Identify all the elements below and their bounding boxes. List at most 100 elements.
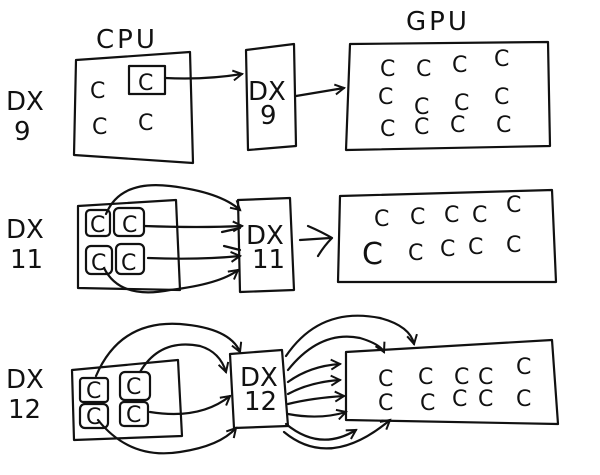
cpu-header: CPU [96, 25, 158, 55]
cpu-core: C [126, 375, 141, 400]
cpu-box-dx9 [72, 50, 195, 165]
gpu-core: C [516, 355, 531, 380]
arrow-cpu-to-api-dx12 [96, 418, 236, 455]
row-label-dx9-line1: DX [6, 87, 44, 117]
cpu-core: C [122, 213, 137, 238]
arrow-cpu-to-api-dx12 [94, 322, 240, 378]
gpu-cores-dx11: C C C C C C C C C C [362, 193, 521, 272]
gpu-core: C [378, 367, 393, 392]
gpu-core: C [414, 115, 429, 140]
api-gpu-arrow [286, 364, 340, 384]
cpu-core: C [126, 403, 141, 428]
arrow-cpu-to-api-dx11 [146, 256, 240, 259]
api-gpu-arrow [282, 420, 390, 450]
gpu-box-dx11 [336, 188, 558, 284]
api-box-dx9 [244, 42, 298, 152]
arrow-api-to-gpu-dx9 [294, 88, 344, 98]
arrow-cpu-to-api-dx9 [163, 74, 242, 79]
gpu-core: C [468, 235, 483, 260]
api-label-dx9-line2: 9 [260, 101, 277, 131]
gpu-core: C [452, 53, 467, 78]
cpu-core-box [84, 208, 112, 238]
gpu-core: C [444, 203, 459, 228]
arrow-cpu-to-api-dx11 [142, 226, 242, 227]
api-gpu-arrow [286, 396, 344, 406]
cpu-core: C [86, 405, 101, 430]
gpu-core: C [494, 85, 509, 110]
cpu-core: C [90, 213, 105, 238]
gpu-core: C [374, 207, 389, 232]
cpu-core: C [92, 115, 107, 140]
api-gpu-arrow [286, 335, 384, 372]
cpu-box-dx12 [70, 358, 184, 442]
gpu-core: C [478, 387, 493, 412]
gpu-core: C [410, 205, 425, 230]
row-label-dx12-line1: DX [6, 365, 44, 395]
cpu-core-highlight-dx9 [127, 64, 167, 96]
arrow-stub-dx11 [222, 244, 242, 252]
api-box-dx11 [236, 196, 296, 294]
api-gpu-arrow [284, 314, 414, 358]
gpu-core: C [378, 391, 393, 416]
gpu-core: C [440, 237, 455, 262]
cpu-box-dx11 [76, 198, 182, 292]
gpu-cores-dx9: C C C C C C C C C C C C [378, 47, 511, 142]
row-label-dx9-line2: 9 [14, 117, 31, 147]
gpu-core: C [380, 117, 395, 142]
row-label-dx11-line2: 11 [10, 245, 43, 275]
gpu-header: GPU [406, 7, 470, 37]
gpu-core: C [454, 365, 469, 390]
arrow-api-to-gpu-dx11 [298, 224, 334, 258]
gpu-core: C [454, 91, 469, 116]
arrow-cpu-to-api-dx12 [138, 343, 226, 372]
api-gpu-arrow [286, 412, 346, 417]
cpu-core-box [118, 400, 150, 428]
gpu-cores-dx12: C C C C C C C C C C [378, 355, 531, 416]
arrow-cpu-to-api-dx11 [102, 266, 238, 294]
cpu-core: C [90, 79, 105, 104]
gpu-core: C [416, 57, 431, 82]
row-label-dx11-line1: DX [6, 215, 44, 245]
api-label-dx12-line2: 12 [244, 387, 277, 417]
gpu-box-dx12 [344, 338, 560, 426]
gpu-core: C [378, 85, 393, 110]
arrows-api-to-gpu-dx12 [282, 314, 414, 450]
api-gpu-arrow [286, 380, 340, 396]
cpu-core: C [86, 379, 101, 404]
api-label-dx11-line1: DX [246, 221, 284, 251]
cpu-core-box [78, 376, 110, 404]
row-dx11: DX 11 C C C C DX 11 C C C C C C [6, 184, 558, 294]
cpu-core-box [112, 206, 146, 238]
row-dx12: DX 12 C C C C DX 12 [6, 314, 560, 455]
row-label-dx12-line2: 12 [8, 395, 41, 425]
cpu-core-box [118, 370, 152, 402]
gpu-core: C [420, 391, 435, 416]
gpu-core: C [496, 113, 511, 138]
arrow-cpu-to-api-dx11 [104, 184, 240, 216]
gpu-core: C [362, 237, 383, 272]
api-label-dx9-line1: DX [248, 77, 286, 107]
cpu-core-box [114, 242, 146, 276]
row-dx9: DX 9 C C C C DX 9 C C C C C C C C C C C … [6, 40, 552, 165]
cpu-core: C [91, 251, 106, 276]
cpu-core-box [78, 402, 110, 430]
gpu-core: C [506, 193, 521, 218]
cpu-cores-dx11: C C C C [84, 206, 146, 276]
cpu-cores-dx9: C C C C [90, 71, 153, 140]
gpu-core: C [516, 387, 531, 412]
gpu-box-dx9 [344, 40, 552, 152]
gpu-core: C [418, 365, 433, 390]
gpu-core: C [380, 57, 395, 82]
api-label-dx12-line1: DX [240, 363, 278, 393]
cpu-core-box [84, 244, 114, 276]
arrow-cpu-to-api-dx12 [148, 396, 230, 416]
gpu-core: C [450, 113, 465, 138]
cpu-core: C [121, 251, 136, 276]
gpu-core: C [408, 241, 423, 266]
api-label-dx11-line2: 11 [252, 245, 285, 275]
gpu-core: C [414, 95, 429, 120]
cpu-core: C [138, 111, 153, 136]
gpu-core: C [494, 47, 509, 72]
api-gpu-arrow [284, 422, 356, 441]
cpu-core: C [138, 71, 153, 96]
